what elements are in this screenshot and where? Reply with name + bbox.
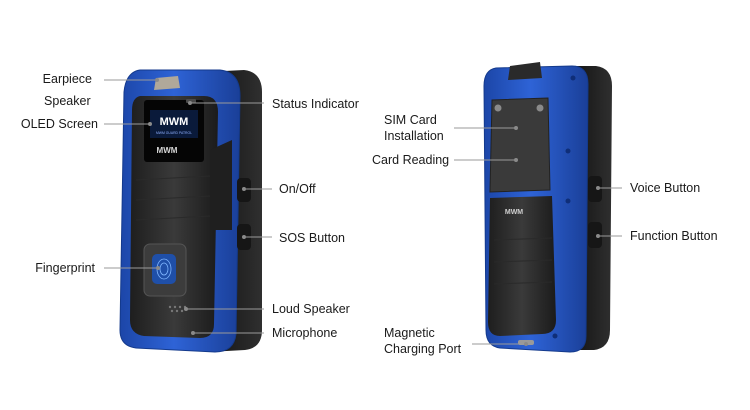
label-card-reading: Card Reading [372, 153, 450, 167]
function-button [588, 222, 602, 248]
back-lower-panel [488, 196, 556, 336]
label-earpiece-speaker: Earpiece Speaker [43, 71, 92, 109]
label-magnetic: Magnetic [384, 326, 435, 340]
voice-button [588, 176, 602, 202]
screen-subtext: MWM GUARD PATROL [156, 131, 192, 135]
screw-left [494, 104, 502, 112]
back-texture [493, 237, 553, 285]
back-screws [552, 75, 576, 339]
sim-cover-panel [489, 97, 551, 193]
back-body-logo: MWM [505, 209, 523, 216]
label-function-button: Function Button [630, 229, 718, 243]
label-speaker: Speaker [44, 94, 91, 108]
belt-clip [508, 62, 542, 80]
label-status-indicator: Status Indicator [272, 97, 359, 111]
label-sos-button: SOS Button [279, 231, 346, 245]
label-sim-card-installation: SIM Card Installation [384, 112, 444, 144]
label-microphone: Microphone [272, 326, 338, 340]
screw-right [536, 104, 544, 112]
label-earpiece: Earpiece [42, 72, 92, 86]
speaker-holes [168, 305, 187, 313]
front-grip-rib [210, 140, 232, 230]
label-fingerprint: Fingerprint [35, 261, 95, 275]
front-body-logo: MWM [157, 146, 178, 155]
panel-texture [135, 175, 211, 221]
label-sim-card: SIM Card [384, 113, 437, 127]
back-device: MWM [483, 62, 612, 353]
label-charging-port: Charging Port [384, 342, 462, 356]
screen-logo: MWM [160, 116, 189, 128]
label-voice-button: Voice Button [630, 181, 701, 195]
label-magnetic-charging-port: Magnetic Charging Port [384, 325, 461, 357]
oled-display-area [150, 110, 198, 138]
label-installation: Installation [384, 129, 444, 143]
front-device: MWM MWM GUARD PATROL MWM [119, 69, 262, 353]
fingerprint-sensor [152, 254, 176, 284]
label-on-off: On/Off [279, 182, 316, 196]
leader-lines [104, 78, 622, 346]
label-oled-screen: OLED Screen [20, 117, 98, 131]
label-loud-speaker: Loud Speaker [272, 302, 350, 316]
earpiece-grill [154, 76, 180, 90]
